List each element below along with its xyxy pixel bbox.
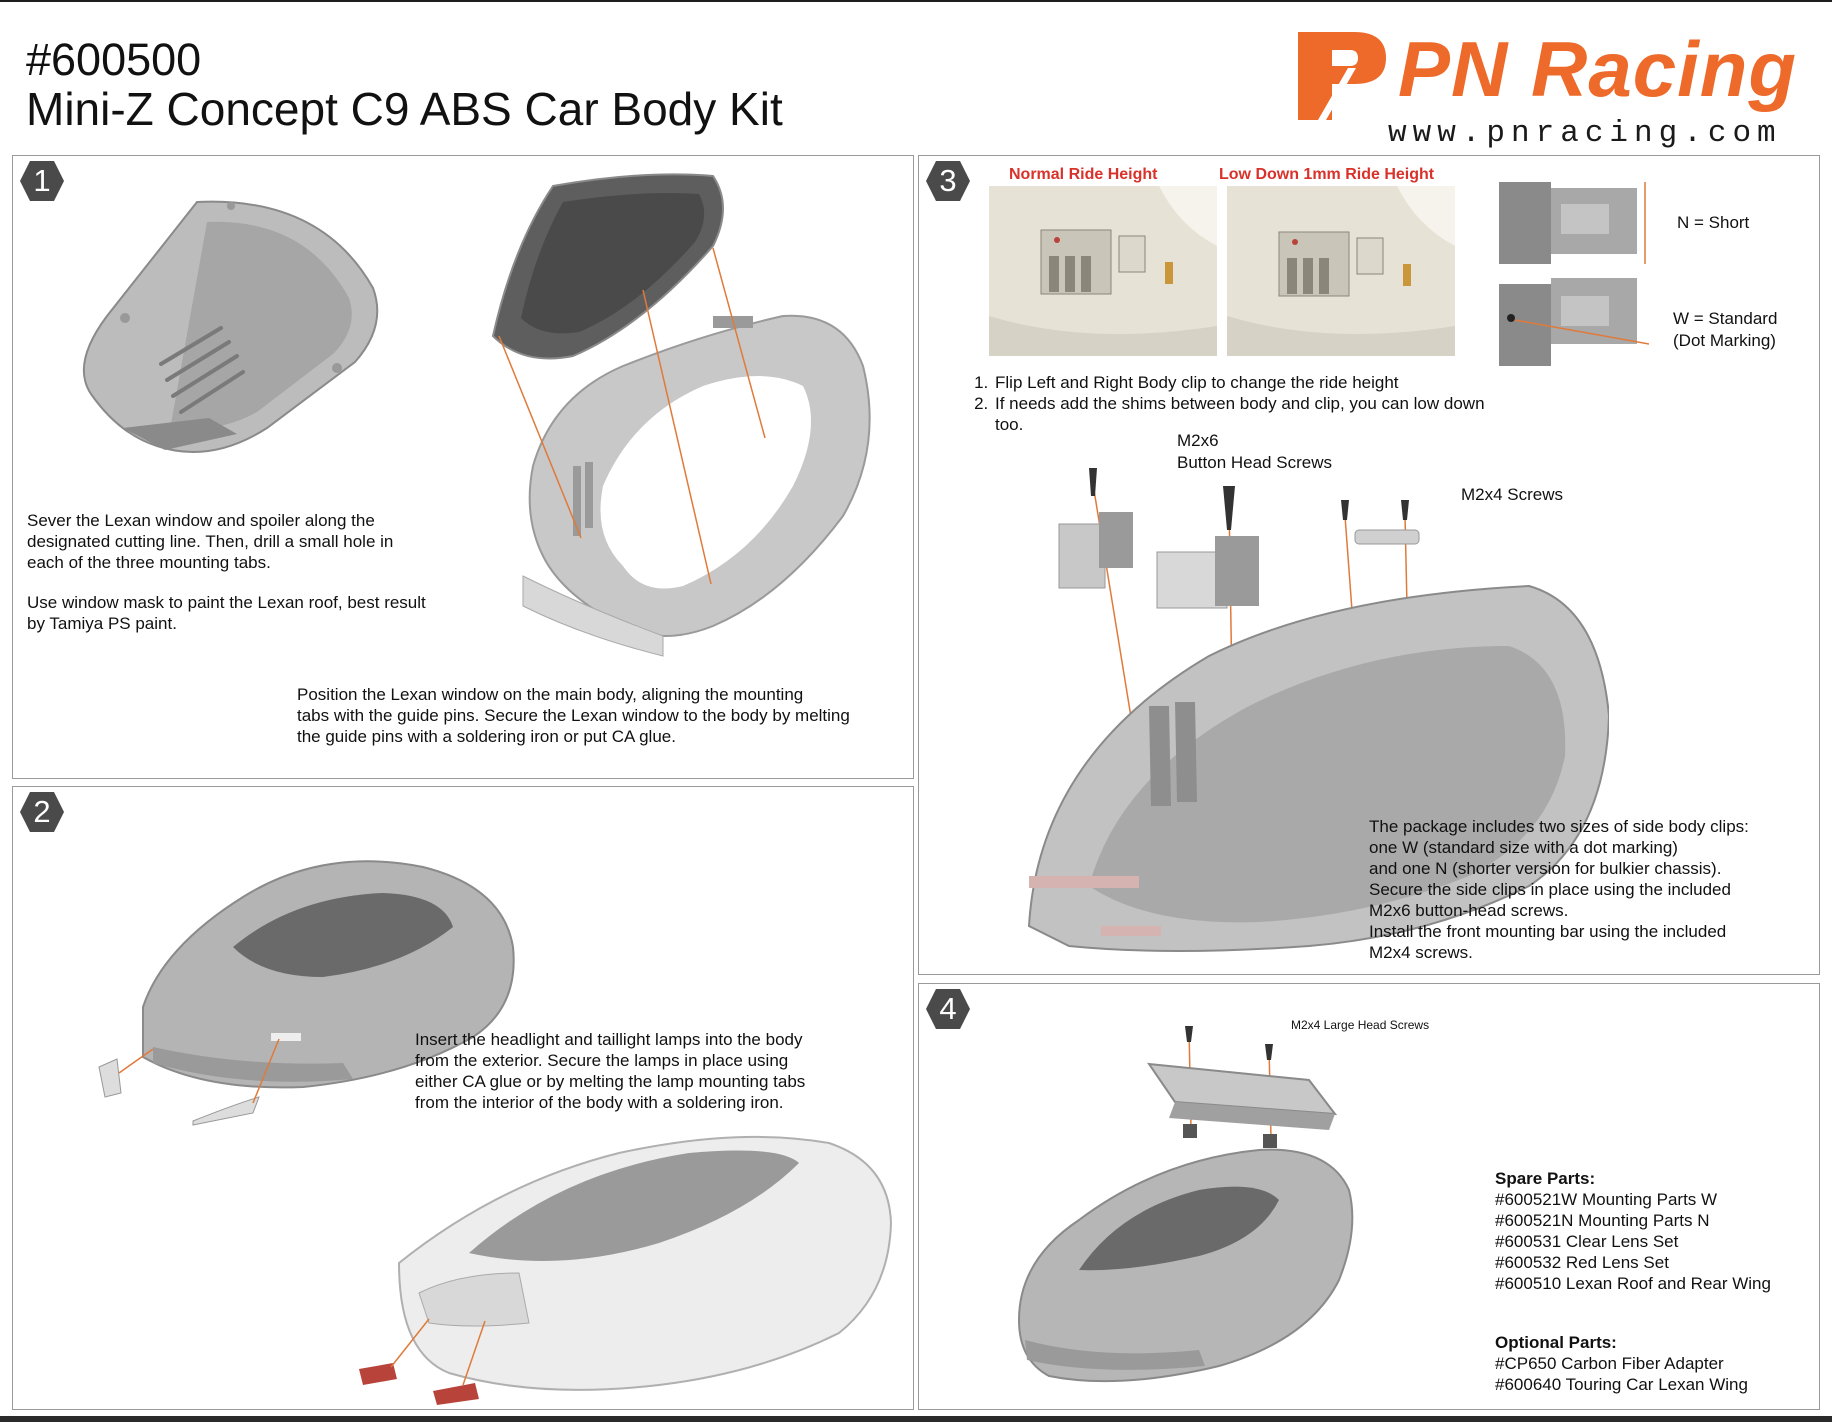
spare-part: #600521W Mounting Parts W — [1495, 1190, 1718, 1209]
step-badge: 2 — [19, 791, 65, 833]
lamp-instructions: Insert the headlight and taillight lamps… — [415, 1030, 806, 1112]
m2x4-label: M2x4 Screws — [1461, 485, 1564, 504]
ride-height-steps: Flip Left and Right Body clip to change … — [969, 372, 1489, 435]
step-3-panel: 3 Normal Ride Height Low Down 1mm Ride H… — [918, 155, 1820, 975]
part-number: #600500 — [26, 34, 202, 85]
lexan-mount-illustration — [491, 173, 871, 657]
step-number: 2 — [33, 794, 51, 829]
ride-height-step: Flip Left and Right Body clip to change … — [993, 372, 1489, 393]
headlight-illustration — [98, 860, 515, 1126]
taillight-illustration — [359, 1135, 893, 1405]
spare-part: #600532 Red Lens Set — [1495, 1253, 1669, 1272]
spare-part: #600521N Mounting Parts N — [1495, 1211, 1710, 1230]
m2x6-sub-label: Button Head Screws — [1177, 453, 1332, 472]
product-name: Mini-Z Concept C9 ABS Car Body Kit — [26, 83, 783, 135]
step-number: 1 — [33, 163, 51, 198]
clip-n-label: N = Short — [1677, 213, 1750, 232]
low-ride-height-label: Low Down 1mm Ride Height — [1219, 166, 1435, 183]
optional-part: #600640 Touring Car Lexan Wing — [1495, 1375, 1748, 1394]
m2x6-label: M2x6 — [1177, 431, 1219, 450]
package-instructions: The package includes two sizes of side b… — [1369, 817, 1749, 962]
spare-parts-list: Spare Parts: #600521W Mounting Parts W #… — [1495, 1168, 1771, 1294]
paint-instructions: Use window mask to paint the Lexan roof,… — [27, 593, 426, 633]
step-number: 4 — [939, 991, 957, 1026]
normal-ride-height-illustration — [989, 186, 1217, 356]
brand-logo: PN Racing www.pnracing.com — [1296, 22, 1802, 152]
mount-instructions: Position the Lexan window on the main bo… — [297, 685, 850, 746]
step-4-panel: 4 M2x4 Large Head Screws Spare Parts: #6… — [918, 983, 1820, 1410]
step-2-panel: 2 Insert the headlight and taillight lam… — [12, 786, 914, 1410]
brand-url[interactable]: www.pnracing.com — [1388, 116, 1782, 151]
optional-part: #CP650 Carbon Fiber Adapter — [1495, 1354, 1724, 1373]
chassis-mount-illustration — [1027, 468, 1609, 952]
step-1-panel: 1 Sever the Lexan window and spoiler — [12, 155, 914, 779]
spare-part: #600531 Clear Lens Set — [1495, 1232, 1679, 1251]
bottom-border — [0, 1416, 1832, 1422]
low-ride-height-illustration — [1227, 186, 1455, 356]
brand-logo-mark — [1298, 32, 1386, 120]
optional-parts-list: Optional Parts: #CP650 Carbon Fiber Adap… — [1495, 1332, 1748, 1395]
body-clip-illustration — [1499, 182, 1649, 366]
rear-wing-illustration — [1017, 1026, 1354, 1383]
clip-w-sub-label: (Dot Marking) — [1673, 331, 1776, 350]
top-border — [0, 0, 1832, 2]
step-badge: 1 — [19, 160, 65, 202]
brand-name: PN Racing — [1398, 25, 1798, 113]
step-badge: 4 — [925, 988, 971, 1030]
step-badge: 3 — [925, 160, 971, 202]
normal-ride-height-label: Normal Ride Height — [1009, 166, 1158, 183]
ride-height-step: If needs add the shims between body and … — [993, 393, 1489, 435]
step-number: 3 — [939, 163, 957, 198]
spare-part: #600510 Lexan Roof and Rear Wing — [1495, 1274, 1771, 1293]
clip-w-label: W = Standard — [1673, 309, 1778, 328]
lexan-window-illustration — [82, 200, 379, 453]
large-head-screw-label: M2x4 Large Head Screws — [1291, 1018, 1430, 1032]
cut-instructions: Sever the Lexan window and spoiler along… — [27, 511, 394, 572]
spare-parts-title: Spare Parts: — [1495, 1169, 1596, 1188]
optional-parts-title: Optional Parts: — [1495, 1333, 1617, 1352]
